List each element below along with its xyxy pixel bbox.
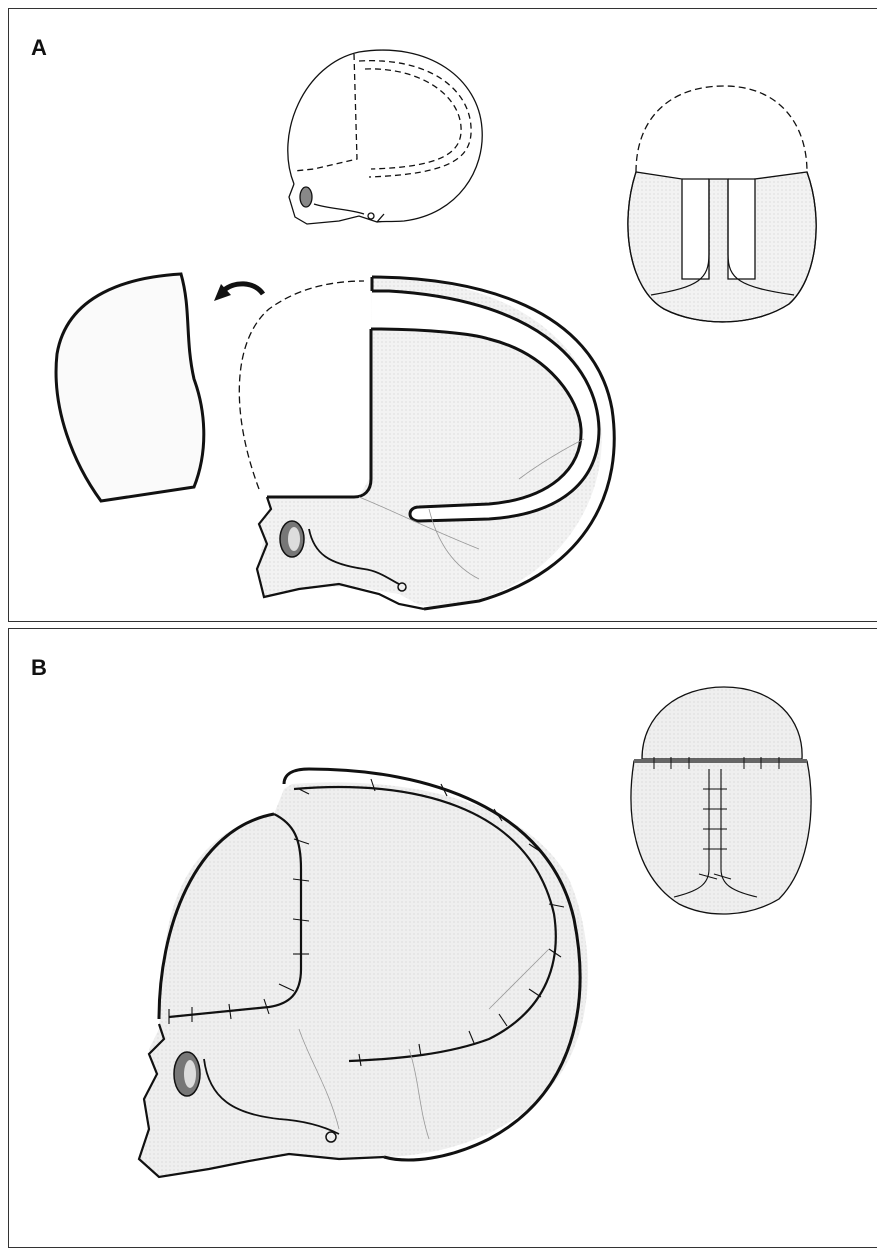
panel-b: B bbox=[8, 628, 877, 1248]
panel-a: A bbox=[8, 8, 877, 622]
large-skull-sutured-view bbox=[139, 769, 588, 1177]
small-skull-lateral-view bbox=[288, 50, 482, 224]
rotation-arrow-icon bbox=[214, 284, 263, 301]
skull-top-view-sutured bbox=[631, 687, 811, 914]
removed-bone-flap bbox=[56, 274, 204, 501]
panel-a-drawing bbox=[9, 9, 877, 623]
skull-top-view-cut-plan bbox=[628, 86, 816, 322]
panel-b-drawing bbox=[9, 629, 877, 1249]
large-skull-lateral-view bbox=[239, 277, 614, 609]
